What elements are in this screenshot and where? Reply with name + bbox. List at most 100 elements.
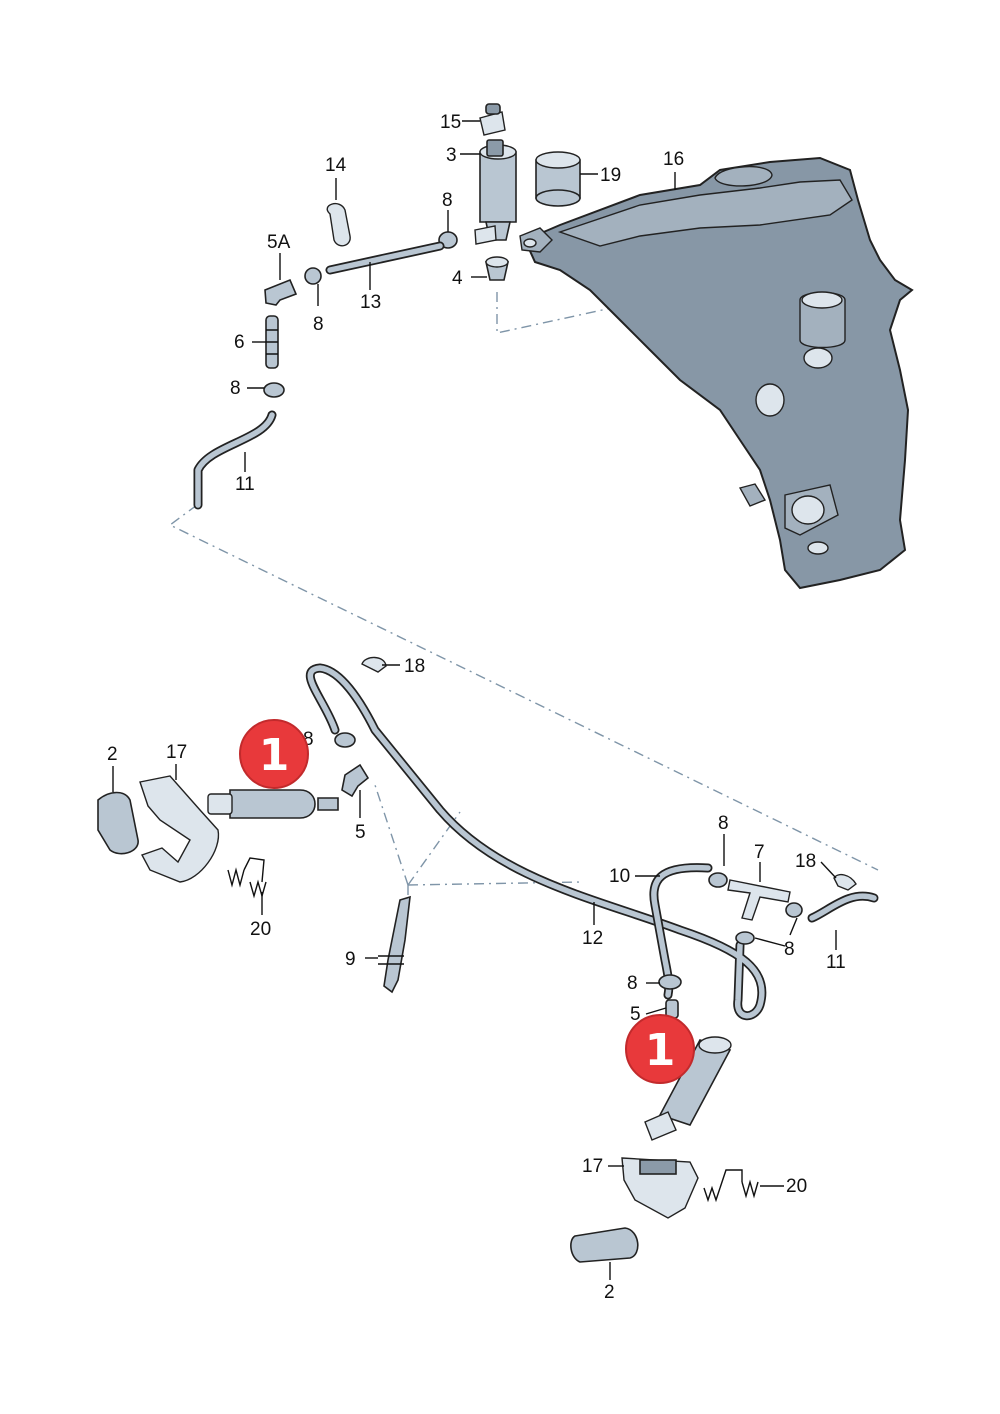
reservoir-top-face: [557, 179, 853, 247]
callout-7: 7: [754, 842, 765, 863]
pump-connector-15: [479, 103, 506, 136]
callout-10: 10: [609, 866, 630, 887]
flange-hole: [523, 238, 537, 248]
cover-cap-2-left: [97, 791, 139, 855]
t-connector-7: [727, 879, 791, 921]
guide-9-c: [407, 881, 584, 886]
callout-8-d: 8: [303, 729, 314, 750]
callout-18-a: 18: [404, 656, 425, 677]
callout-9: 9: [345, 949, 356, 970]
callout-5-c: 5: [630, 1004, 641, 1025]
grommet-4: [485, 256, 509, 281]
hose-clamp-8-right-low: [658, 974, 682, 990]
lower-mount-tab: [738, 483, 767, 507]
spring-left-a: [227, 867, 245, 888]
badge-left-circle: [239, 719, 309, 789]
drain-hole: [807, 541, 829, 555]
hose-clamp-8-right-top: [708, 872, 728, 888]
callout-17-a: 17: [166, 742, 187, 763]
guide-9-a: [374, 784, 409, 886]
hose-11-top-inner: [195, 412, 275, 508]
hose-clamp-8-right-mid: [735, 931, 755, 945]
springs-20-right: [703, 1169, 759, 1203]
callout-5-b: 5: [355, 822, 366, 843]
hose-clamp-8-left: [334, 732, 356, 748]
grommet-19: [535, 151, 581, 207]
headlight-washer-pump-right: [644, 1036, 732, 1141]
pump-outlet: [474, 225, 497, 245]
highlight-badge-left[interactable]: 1: [239, 719, 309, 789]
callout-3: 3: [446, 145, 457, 166]
callout-15: 15: [440, 112, 461, 133]
callout-8-c: 8: [230, 378, 241, 399]
holder-9: [378, 895, 411, 994]
washer-fluid-reservoir: [519, 156, 914, 590]
callout-11-a: 11: [235, 474, 255, 495]
pump-socket-opening: [801, 291, 843, 309]
callout-8-b: 8: [313, 314, 324, 335]
callout-16: 16: [663, 149, 684, 170]
callout-13: 13: [360, 292, 381, 313]
cable-strap-14: [326, 202, 351, 247]
leader-8f: [754, 917, 798, 947]
bracket-17-left: [139, 775, 220, 883]
callout-2-a: 2: [107, 744, 118, 765]
washer-pump-3: [474, 139, 517, 245]
elbow-connector-5a: [264, 278, 298, 306]
spring-right-arm: [719, 1169, 743, 1189]
callout-11-b: 11: [826, 952, 846, 973]
leader-5c: [645, 1007, 667, 1015]
hose-clip-18-top: [361, 656, 387, 673]
holder-9-ribs: [378, 955, 404, 965]
callout-12: 12: [582, 928, 603, 949]
holder-9-body: [383, 895, 411, 994]
callout-20-a: 20: [250, 919, 271, 940]
pump-plug: [486, 139, 504, 157]
reservoir-body: [523, 156, 914, 590]
badge-right-circle: [625, 1014, 695, 1084]
hose-11-right-inner: [809, 893, 877, 921]
pump-left-nozzle: [317, 797, 339, 811]
spring-left-b: [249, 879, 267, 899]
grommet-4-top: [485, 256, 509, 268]
leader-18b: [820, 861, 837, 879]
callout-6: 6: [234, 332, 245, 353]
callout-17-b: 17: [582, 1156, 603, 1177]
pump-body: [479, 151, 517, 223]
callout-8-e: 8: [718, 813, 729, 834]
reservoir-filler-neck: [714, 165, 773, 187]
spring-right-b: [741, 1179, 759, 1199]
pump-left-body: [229, 789, 316, 819]
callout-20-b: 20: [786, 1176, 807, 1197]
callout-5a: 5A: [267, 232, 291, 253]
callout-8-g: 8: [627, 973, 638, 994]
hose-clamp-8-right: [785, 902, 803, 918]
hose-12-inner: [307, 665, 765, 1019]
callout-8-f: 8: [784, 939, 795, 960]
cover-cap-2-right: [570, 1227, 639, 1263]
hose-clamp-8-low: [263, 382, 285, 398]
spring-right-a: [703, 1185, 721, 1203]
connector-latch: [485, 103, 501, 115]
highlight-badge-right[interactable]: 1: [625, 1014, 695, 1084]
connector-6-ribs: [266, 329, 278, 355]
elbow-connector-5-left: [341, 763, 370, 798]
pump-right-top: [698, 1036, 732, 1054]
pump-left-cap: [207, 793, 233, 815]
springs-20-left: [227, 857, 267, 899]
callout-labels: 15 3 19 16 14 8 5A 4 13 8 6 8 11 18 8 2 …: [107, 112, 846, 1303]
bracket-17-right-window: [639, 1159, 677, 1175]
callout-14: 14: [325, 155, 347, 176]
connector-body: [479, 111, 506, 136]
pump-right-cap: [644, 1111, 677, 1141]
callout-2-b: 2: [604, 1282, 615, 1303]
badge-left-number: 1: [259, 730, 290, 781]
callout-4: 4: [452, 268, 463, 289]
grommet-bottom: [535, 189, 581, 207]
callout-8-a: 8: [442, 190, 453, 211]
callout-18-b: 18: [795, 851, 816, 872]
level-sensor-socket: [803, 347, 833, 369]
hose-13-inner: [327, 243, 443, 273]
callout-leaders: [112, 120, 837, 1280]
